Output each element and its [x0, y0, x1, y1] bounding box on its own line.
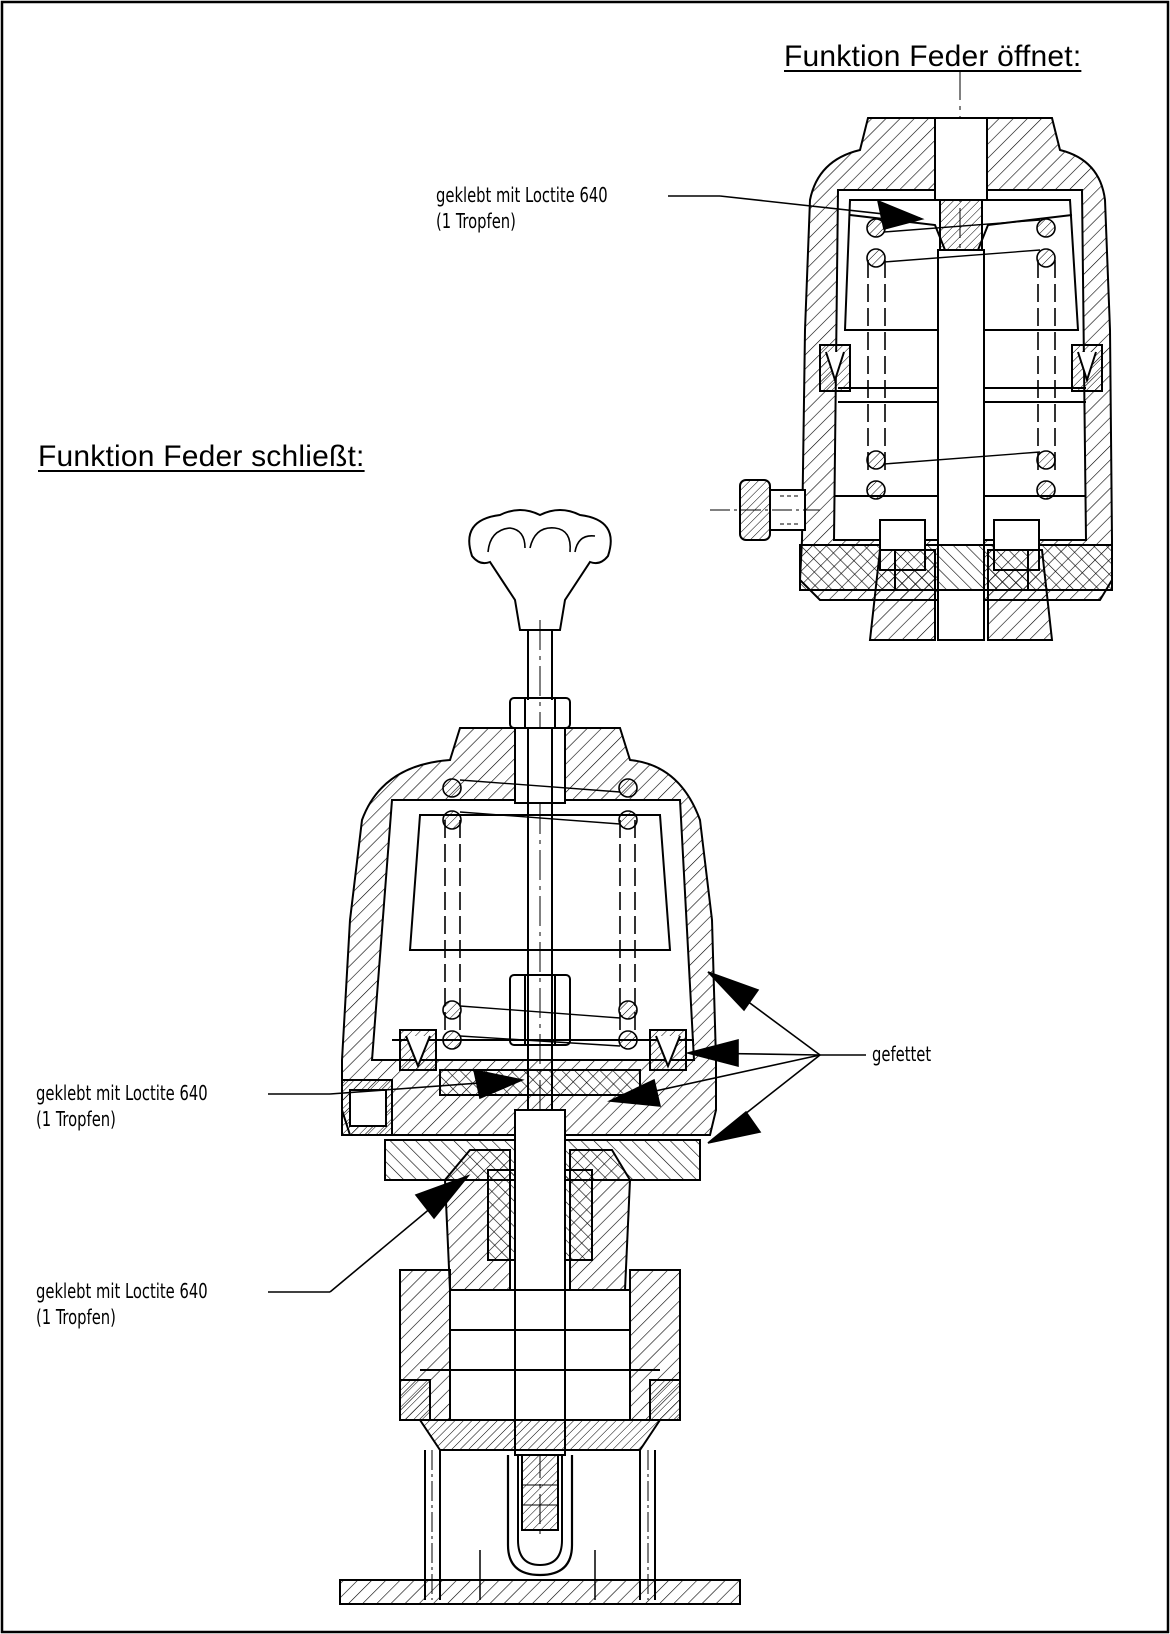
- note-glued-mid-line2: (1 Tropfen): [36, 1107, 116, 1131]
- leader-glued-low: [268, 1174, 471, 1293]
- main-view: [339, 509, 741, 1605]
- note-glued-low-line1: geklebt mit Loctite 640: [36, 1279, 208, 1303]
- note-glued-mid: geklebt mit Loctite 640 (1 Tropfen): [36, 1080, 208, 1132]
- note-glued-top-line2: (1 Tropfen): [436, 209, 516, 233]
- handwheel-knob: [468, 509, 612, 631]
- note-greased: gefettet: [872, 1042, 932, 1066]
- note-glued-low-line2: (1 Tropfen): [36, 1305, 116, 1329]
- note-glued-low: geklebt mit Loctite 640 (1 Tropfen): [36, 1278, 208, 1330]
- leader-glued-top: [668, 195, 925, 230]
- leader-glued-mid: [268, 1068, 525, 1100]
- note-glued-mid-line1: geklebt mit Loctite 640: [36, 1081, 208, 1105]
- heading-spring-closes: Funktion Feder schließt:: [38, 440, 365, 473]
- note-glued-top: geklebt mit Loctite 640 (1 Tropfen): [436, 182, 608, 234]
- top-view: [710, 70, 1113, 641]
- heading-spring-opens: Funktion Feder öffnet:: [784, 40, 1082, 73]
- note-glued-top-line1: geklebt mit Loctite 640: [436, 183, 608, 207]
- leader-greased: [607, 971, 866, 1144]
